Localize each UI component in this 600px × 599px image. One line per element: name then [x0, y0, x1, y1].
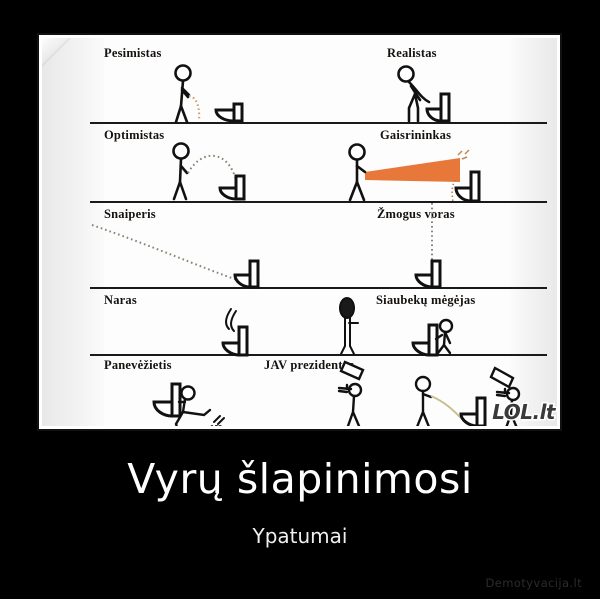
panel-label-zmogus-voras: Žmogus voras — [377, 207, 455, 221]
figure-gaisrininkas — [332, 142, 512, 204]
comic-row-5: Panevėžietis — [42, 356, 557, 426]
panel-label-naras: Naras — [104, 293, 137, 307]
ground-line-1 — [90, 122, 547, 124]
ground-line-2 — [90, 201, 547, 203]
panel-label-siaubeku-megejas: Siaubekų mėgėjas — [376, 293, 476, 307]
figure-pesimistas — [164, 64, 274, 124]
scan-gutter-left — [42, 38, 104, 426]
scan-gutter-right — [509, 38, 557, 426]
panel-label-realistas: Realistas — [387, 46, 437, 60]
figure-optimistas — [162, 142, 282, 202]
poster-credit: Demotyvacija.lt — [485, 576, 582, 590]
comic-row-2: Optimistas — [42, 124, 557, 203]
figure-naras — [187, 305, 297, 357]
figure-panevezietis — [138, 372, 278, 426]
panel-label-jav-prezidentas: JAV prezidentas — [264, 358, 355, 372]
figure-realistas — [387, 64, 497, 124]
picture-frame: Pesimistas — [37, 33, 562, 431]
panel-label-panevezietis: Panevėžietis — [104, 358, 172, 372]
figure-zmogus-voras — [382, 203, 522, 289]
comic-row-1: Pesimistas — [42, 38, 557, 124]
poster-title: Vyrų šlapinimosi — [127, 455, 473, 503]
ground-line-3 — [90, 287, 547, 289]
panel-label-gaisrininkas: Gaisrininkas — [380, 128, 452, 142]
picture-inner: Pesimistas — [42, 38, 557, 426]
ground-line-4 — [90, 354, 547, 356]
lol-watermark: LOL.lt — [491, 399, 557, 426]
panel-label-pesimistas: Pesimistas — [104, 46, 162, 60]
comic-row-3: Snaiperis Žmogus voras — [42, 203, 557, 289]
comic-row-4: Naras Siaubek — [42, 289, 557, 357]
figure-siaubeku-megejas — [332, 297, 502, 357]
panel-label-optimistas: Optimistas — [104, 128, 165, 142]
figure-snaiperis — [90, 223, 290, 289]
comic-scene: Pesimistas — [42, 38, 557, 426]
panel-label-snaiperis: Snaiperis — [104, 207, 156, 221]
figure-jav-prezidentas — [337, 356, 557, 426]
poster-subtitle: Ypatumai — [252, 524, 348, 548]
lol-watermark-text: LOL.lt — [491, 399, 557, 426]
